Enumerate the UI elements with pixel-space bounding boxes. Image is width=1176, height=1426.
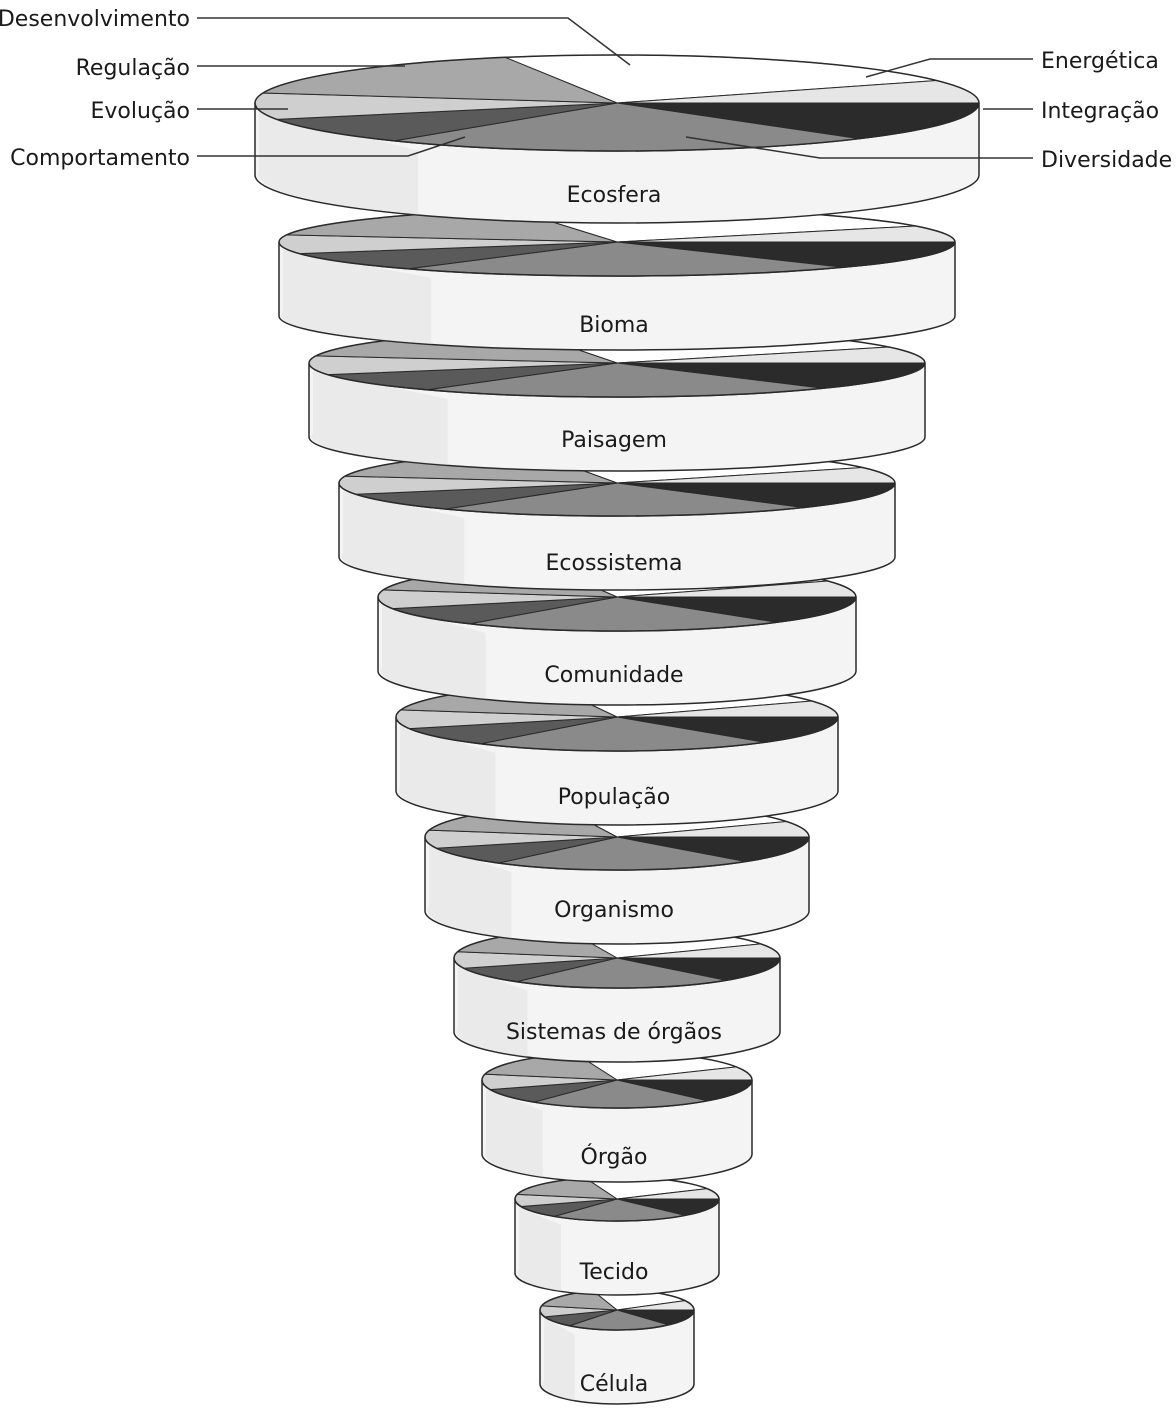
tier-label: Paisagem xyxy=(561,428,667,453)
tier-sistemas-de-órgãos: Sistemas de órgãos xyxy=(454,928,780,1062)
tier-célula: Célula xyxy=(540,1290,694,1404)
tier-label: Tecido xyxy=(579,1260,649,1285)
label-evolucao: Evolução xyxy=(91,99,190,124)
tier-label: Ecosfera xyxy=(567,183,662,208)
tier-tecido: Tecido xyxy=(515,1177,719,1295)
tier-label: Ecossistema xyxy=(545,551,682,576)
tier-label: Célula xyxy=(580,1372,649,1397)
tier-ecosfera: Ecosfera xyxy=(255,55,979,223)
tier-label: Comunidade xyxy=(544,663,683,688)
right-labels: Energética Integração Diversidade xyxy=(1041,49,1172,173)
tier-label: Sistemas de órgãos xyxy=(506,1020,722,1045)
label-energetica: Energética xyxy=(1041,49,1159,74)
label-diversidade: Diversidade xyxy=(1041,148,1172,173)
tier-label: Organismo xyxy=(554,898,674,923)
label-desenvolvimento: Desenvolvimento xyxy=(0,7,190,32)
tiers-layer: Célula Tecido Órgão Sistemas de órgãos Organ… xyxy=(255,55,979,1404)
tier-label: Órgão xyxy=(581,1144,648,1170)
tier-bioma: Bioma xyxy=(279,208,955,350)
label-regulacao: Regulação xyxy=(76,56,190,81)
tier-label: Bioma xyxy=(579,313,649,338)
label-comportamento: Comportamento xyxy=(10,146,190,171)
label-integracao: Integração xyxy=(1041,99,1159,124)
tier-órgão: Órgão xyxy=(482,1052,752,1182)
left-labels: Desenvolvimento Regulação Evolução Compo… xyxy=(0,7,190,171)
tier-label: População xyxy=(558,785,670,810)
